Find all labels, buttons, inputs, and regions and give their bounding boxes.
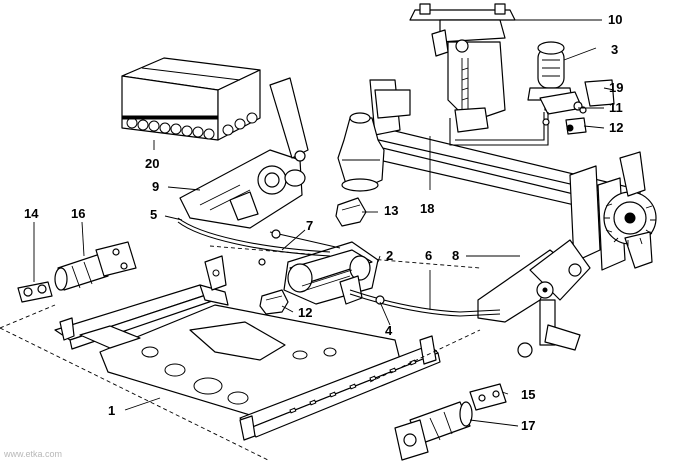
part-8-side-bracket — [477, 239, 591, 358]
callout-9: 9 — [152, 179, 160, 194]
part-17-seat-motor — [394, 401, 473, 461]
flex-cables — [177, 217, 501, 317]
leader-lines — [33, 19, 615, 427]
callout-18: 18 — [420, 201, 435, 216]
callout-17: 17 — [521, 418, 536, 433]
callout-3: 3 — [611, 42, 619, 57]
callout-16: 16 — [71, 206, 86, 221]
part-12-connector-lower — [259, 289, 289, 315]
callout-14: 14 — [24, 206, 39, 221]
callout-2: 2 — [386, 248, 394, 263]
callout-6: 6 — [425, 248, 433, 263]
callout-8: 8 — [452, 248, 460, 263]
gear-sector-right — [603, 151, 657, 269]
part-16-motor — [54, 241, 137, 291]
part-14-connector — [17, 281, 53, 303]
callout-12-upper: 12 — [609, 120, 624, 135]
callout-19: 19 — [609, 80, 624, 95]
part-13-connector — [335, 197, 367, 227]
part-18-cross-tube — [337, 79, 641, 271]
callout-15: 15 — [521, 387, 536, 402]
callout-12-lower: 12 — [298, 305, 313, 320]
part-20-grommet-box — [121, 57, 261, 141]
watermark-text: www.etka.com — [4, 449, 63, 459]
part-9-recline-gear-unit — [179, 77, 309, 229]
part-2-drive-motor-unit — [283, 241, 379, 305]
part-10-upper-bracket — [409, 3, 516, 133]
callout-11: 11 — [609, 100, 623, 115]
callout-20: 20 — [145, 156, 160, 171]
callout-5: 5 — [150, 207, 158, 222]
part-15-switch — [469, 383, 507, 411]
callout-13: 13 — [384, 203, 399, 218]
callout-4: 4 — [385, 323, 393, 338]
part-1-seat-base-frame — [0, 245, 481, 461]
callout-1: 1 — [108, 403, 116, 418]
callout-7: 7 — [306, 218, 314, 233]
callout-10: 10 — [608, 12, 623, 27]
